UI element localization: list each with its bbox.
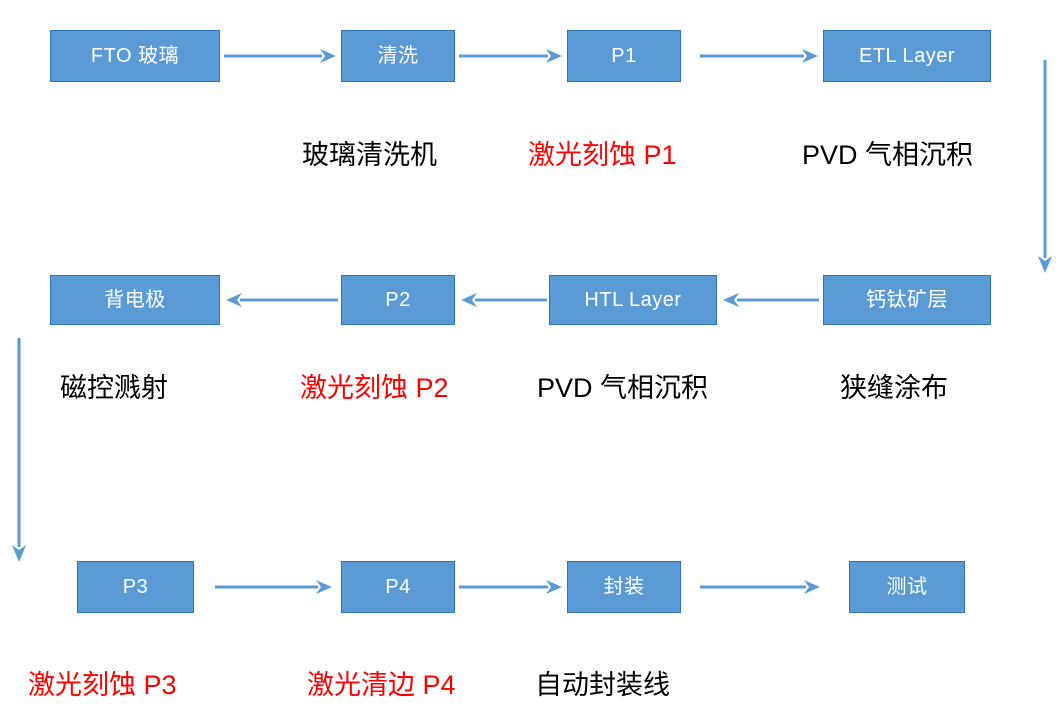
node-label: P3	[122, 576, 149, 598]
caption-text: 自动封装线	[535, 670, 670, 700]
node-etl-layer[interactable]: ETL Layer	[823, 30, 991, 82]
caption-laser-p2: 激光刻蚀 P2	[300, 375, 449, 402]
node-label: 钙钛矿层	[866, 289, 948, 311]
arrow-p1-to-etl-layer	[700, 45, 820, 67]
node-fto-glass[interactable]: FTO 玻璃	[50, 30, 220, 82]
caption-text: 激光刻蚀 P2	[300, 373, 449, 403]
node-p3[interactable]: P3	[77, 561, 194, 613]
node-p4[interactable]: P4	[341, 561, 455, 613]
arrow-encapsulation-to-testing	[700, 576, 822, 598]
arrow-htl-layer-to-p2	[459, 289, 547, 311]
node-label: ETL Layer	[858, 45, 956, 67]
node-htl-layer[interactable]: HTL Layer	[549, 275, 717, 325]
arrow-perovskite-layer-to-htl-layer	[721, 289, 819, 311]
node-perovskite-layer[interactable]: 钙钛矿层	[823, 275, 991, 325]
node-testing[interactable]: 测试	[849, 561, 965, 613]
arrow-p3-to-p4	[215, 576, 334, 598]
node-label: P2	[385, 289, 411, 311]
caption-laser-p1: 激光刻蚀 P1	[528, 142, 677, 169]
caption-text: 激光刻蚀 P1	[528, 140, 677, 170]
caption-glass-cleaner: 玻璃清洗机	[302, 142, 437, 169]
caption-text: 激光清边 P4	[307, 670, 456, 700]
node-p2[interactable]: P2	[341, 275, 455, 325]
connector-row2-to-row3	[8, 338, 30, 564]
arrow-fto-glass-to-cleaning	[224, 45, 338, 67]
caption-text: 玻璃清洗机	[302, 140, 437, 170]
caption-text: 磁控溅射	[60, 373, 168, 403]
caption-slot-die-coating: 狭缝涂布	[840, 375, 948, 402]
node-encapsulation[interactable]: 封装	[567, 561, 681, 613]
caption-text: 激光刻蚀 P3	[28, 670, 177, 700]
arrow-cleaning-to-p1	[459, 45, 564, 67]
node-label: FTO 玻璃	[90, 45, 180, 67]
arrow-p4-to-encapsulation	[459, 576, 564, 598]
caption-pvd-2: PVD 气相沉积	[537, 375, 708, 402]
node-cleaning[interactable]: 清洗	[341, 30, 455, 82]
node-label: HTL Layer	[584, 289, 682, 311]
node-label: 封装	[603, 576, 645, 598]
caption-text: PVD 气相沉积	[537, 373, 709, 403]
node-label: P1	[611, 45, 637, 67]
connector-row1-to-row2	[1034, 60, 1056, 275]
node-back-electrode[interactable]: 背电极	[50, 275, 220, 325]
caption-text: 狭缝涂布	[840, 373, 948, 403]
caption-pvd-1: PVD 气相沉积	[802, 142, 973, 169]
node-label: 背电极	[104, 289, 166, 311]
node-label: 测试	[886, 576, 928, 598]
node-label: 清洗	[377, 45, 419, 67]
caption-laser-p3: 激光刻蚀 P3	[28, 672, 177, 699]
caption-laser-edge-clean-p4: 激光清边 P4	[307, 672, 456, 699]
caption-magnetron-sputtering: 磁控溅射	[60, 375, 168, 402]
node-label: P4	[385, 576, 411, 598]
caption-text: PVD 气相沉积	[802, 140, 974, 170]
arrow-p2-to-back-electrode	[224, 289, 338, 311]
caption-auto-encapsulation: 自动封装线	[535, 672, 670, 699]
node-p1[interactable]: P1	[567, 30, 681, 82]
